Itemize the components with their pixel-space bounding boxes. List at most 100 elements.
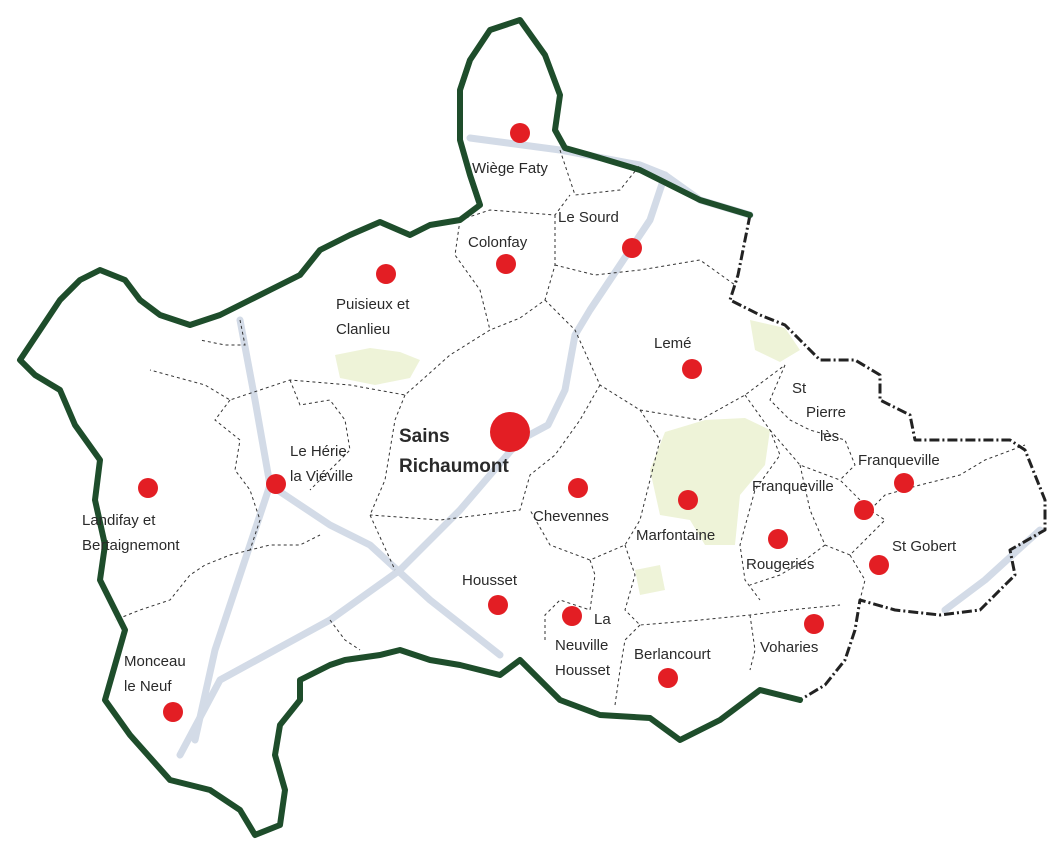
commune-label-marfontaine: Marfontaine bbox=[636, 527, 715, 544]
commune-label-line: Neuville bbox=[555, 637, 608, 654]
commune-label-line: Bertaignemont bbox=[82, 537, 180, 554]
commune-label-le-herie-la-vieville: Le Hérie la Viéville bbox=[290, 443, 353, 485]
commune-label-line: Pierre bbox=[806, 404, 846, 421]
road bbox=[266, 481, 504, 659]
commune-label-line: la Viéville bbox=[290, 468, 353, 485]
commune-boundary bbox=[459, 194, 571, 221]
commune-label-berlancourt: Berlancourt bbox=[634, 646, 712, 663]
green-area bbox=[635, 565, 665, 595]
town-dot bbox=[163, 702, 183, 722]
commune-boundary bbox=[769, 429, 1026, 511]
road bbox=[941, 526, 1044, 614]
commune-boundary bbox=[559, 149, 641, 196]
commune-label-line: La bbox=[594, 611, 611, 628]
commune-label-line: Franqueville bbox=[752, 478, 834, 495]
town-dot bbox=[496, 254, 516, 274]
town-dot bbox=[768, 529, 788, 549]
commune-label-line: Colonfay bbox=[468, 234, 528, 251]
commune-boundary bbox=[329, 619, 361, 651]
commune-label-line: St Gobert bbox=[892, 538, 957, 555]
commune-boundary bbox=[554, 259, 736, 286]
green-areas bbox=[335, 320, 800, 595]
town-dot bbox=[376, 264, 396, 284]
road bbox=[236, 316, 274, 489]
commune-label-monceau-le-neuf: Monceau le Neuf bbox=[124, 653, 186, 695]
commune-boundary bbox=[114, 549, 251, 621]
commune-label-line: Clanlieu bbox=[336, 321, 390, 338]
commune-boundary bbox=[289, 379, 351, 491]
commune-label-line: lès bbox=[820, 428, 839, 445]
commune-boundary bbox=[199, 319, 246, 346]
commune-label-line: Housset bbox=[555, 662, 611, 679]
commune-label-line: Berlancourt bbox=[634, 646, 712, 663]
commune-label-line: Landifay et bbox=[82, 512, 156, 529]
main-town-dot bbox=[490, 412, 530, 452]
town-dot bbox=[682, 359, 702, 379]
green-area bbox=[335, 348, 420, 385]
commune-label-wiege-faty: Wiège Faty bbox=[472, 160, 548, 177]
commune-label-line: Rougeries bbox=[746, 556, 814, 573]
commune-boundary bbox=[454, 219, 491, 331]
town-dot bbox=[562, 606, 582, 626]
town-dot bbox=[622, 238, 642, 258]
road bbox=[191, 481, 274, 744]
commune-boundaries bbox=[114, 149, 1026, 706]
commune-label-rougeries: Rougeries bbox=[746, 556, 814, 573]
commune-boundary bbox=[544, 299, 786, 421]
commune-label-line: Franqueville bbox=[858, 452, 940, 469]
town-dot bbox=[869, 555, 889, 575]
town-dot bbox=[488, 595, 508, 615]
town-dot bbox=[894, 473, 914, 493]
town-dot bbox=[568, 478, 588, 498]
commune-boundary bbox=[489, 215, 556, 331]
commune-boundary bbox=[749, 544, 826, 586]
commune-label-line: Le Sourd bbox=[558, 209, 619, 226]
commune-boundary bbox=[769, 364, 856, 481]
main-town-label-line: Sains bbox=[399, 426, 450, 447]
commune-boundary bbox=[614, 624, 641, 706]
main-town-label-line: Richaumont bbox=[399, 456, 509, 477]
department-border bbox=[728, 214, 1047, 702]
commune-label-le-sourd: Le Sourd bbox=[558, 209, 619, 226]
commune-boundary bbox=[149, 329, 491, 401]
commune-label-leme: Lemé bbox=[654, 335, 692, 352]
town-dot bbox=[138, 478, 158, 498]
commune-label-line: Housset bbox=[462, 572, 518, 589]
commune-label-line: Chevennes bbox=[533, 508, 609, 525]
commune-label-line: Voharies bbox=[760, 639, 818, 656]
green-area bbox=[650, 418, 770, 545]
commune-boundary bbox=[214, 399, 321, 551]
town-dot bbox=[804, 614, 824, 634]
commune-label-line: Puisieux et bbox=[336, 296, 410, 313]
town-dot bbox=[658, 668, 678, 688]
commune-label-chevennes: Chevennes bbox=[533, 508, 609, 525]
commune-label-line: Lemé bbox=[654, 335, 692, 352]
commune-label-landifay-et-bertaignemont: Landifay et Bertaignemont bbox=[82, 512, 180, 554]
commune-label-line: Wiège Faty bbox=[472, 160, 548, 177]
town-dot bbox=[854, 500, 874, 520]
town-dot bbox=[266, 474, 286, 494]
town-dot bbox=[678, 490, 698, 510]
commune-label-franqueville: Franqueville bbox=[752, 478, 834, 495]
commune-label-line: Monceau bbox=[124, 653, 186, 670]
commune-boundary bbox=[749, 614, 756, 671]
commune-boundary bbox=[799, 464, 886, 556]
commune-label-colonfay: Colonfay bbox=[468, 234, 528, 251]
commune-label-line: le Neuf bbox=[124, 678, 172, 695]
commune-boundary bbox=[624, 544, 841, 626]
town-dots bbox=[138, 123, 914, 722]
commune-label-st-gobert: St Gobert bbox=[892, 538, 957, 555]
commune-label-housset: Housset bbox=[462, 572, 518, 589]
canton-border bbox=[17, 17, 803, 838]
town-dot bbox=[510, 123, 530, 143]
green-area bbox=[750, 320, 800, 362]
commune-boundary bbox=[529, 409, 661, 561]
commune-boundary bbox=[369, 394, 406, 571]
commune-label-voharies: Voharies bbox=[760, 639, 818, 656]
commune-label-line: Le Hérie bbox=[290, 443, 347, 460]
commune-boundary bbox=[849, 554, 866, 601]
